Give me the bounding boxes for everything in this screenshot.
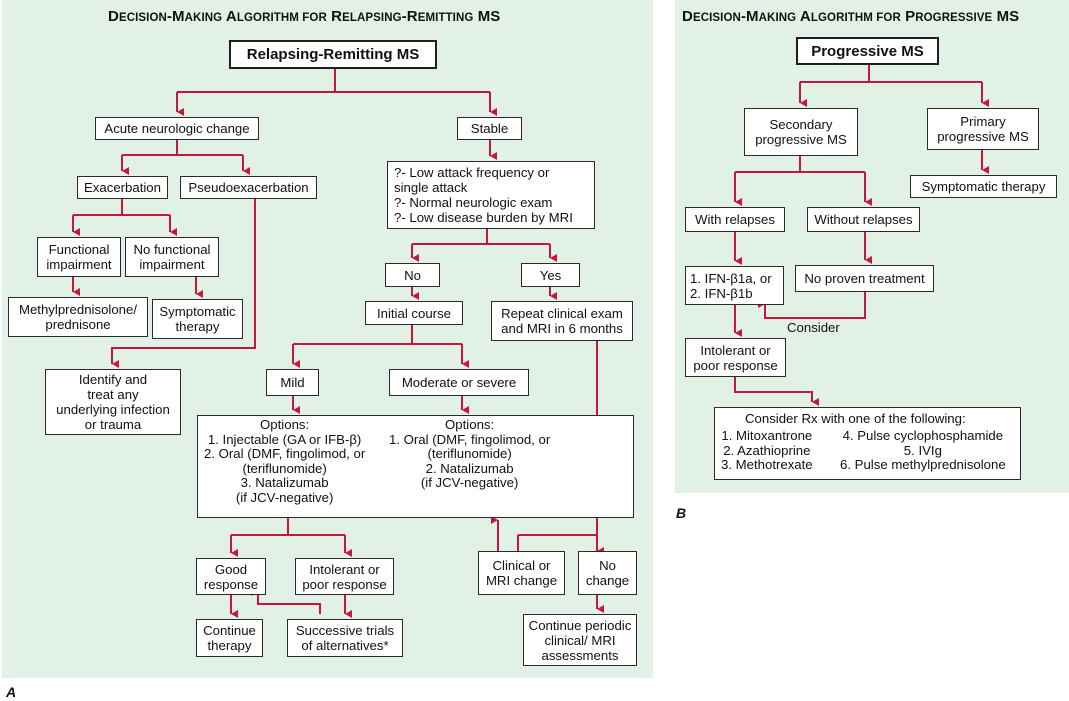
yes-node: Yes <box>521 263 580 287</box>
continue-periodic-node: Continue periodic clinical/ MRI assessme… <box>523 614 637 666</box>
good-response-node: Good response <box>196 558 266 595</box>
no-node: No <box>385 263 440 287</box>
continue-therapy-node: Continue therapy <box>196 619 263 657</box>
mild-node: Mild <box>266 369 319 396</box>
symptomatic-therapy-node: Symptomatic therapy <box>152 299 243 339</box>
methylprednisolone-node: Methylprednisolone/ prednisone <box>8 297 148 337</box>
progressive-ms-node: Progressive MS <box>796 37 939 65</box>
no-functional-impairment-node: No functional impairment <box>125 237 219 277</box>
no-proven-treatment-node: No proven treatment <box>795 265 934 292</box>
exacerbation-node: Exacerbation <box>77 176 168 199</box>
pseudoexacerbation-node: Pseudoexacerbation <box>180 176 317 199</box>
symptomatic-therapy-b-node: Symptomatic therapy <box>910 175 1057 198</box>
with-relapses-node: With relapses <box>685 207 785 232</box>
ifn-therapy-node: 1. IFN-β1a, or 2. IFN-β1b <box>685 266 784 305</box>
panel-a-letter: A <box>6 684 17 700</box>
initial-course-node: Initial course <box>365 301 463 325</box>
consider-rx-node: Consider Rx with one of the following: 1… <box>714 407 1021 480</box>
consider-rx-list-left: 1. Mitoxantrone 2. Azathioprine 3. Metho… <box>721 428 813 472</box>
clinical-mri-change-node: Clinical or MRI change <box>478 551 565 595</box>
intolerant-poor-response-node: Intolerant or poor response <box>295 558 394 595</box>
without-relapses-node: Without relapses <box>807 207 920 232</box>
consider-rx-title: Consider Rx with one of the following: <box>745 411 966 426</box>
options-mild: Options: 1. Injectable (GA or IFB-β) 2. … <box>204 417 366 505</box>
relapsing-remitting-ms-node: Relapsing-Remitting MS <box>229 40 437 69</box>
no-change-node: No change <box>578 551 637 595</box>
moderate-severe-node: Moderate or severe <box>389 369 529 396</box>
intolerant-b-node: Intolerant or poor response <box>685 338 786 377</box>
identify-infection-node: Identify and treat any underlying infect… <box>45 369 181 435</box>
consider-label: Consider <box>787 320 840 335</box>
repeat-exam-node: Repeat clinical exam and MRI in 6 months <box>491 301 633 341</box>
panel-a-title: DECISION-MAKING ALGORITHM FOR RELAPSING-… <box>108 8 501 25</box>
panel-b-letter: B <box>676 505 687 521</box>
treatment-options-node: Options: 1. Injectable (GA or IFB-β) 2. … <box>197 415 634 518</box>
stable-node: Stable <box>457 117 522 140</box>
acute-neurologic-change-node: Acute neurologic change <box>95 117 259 140</box>
consider-rx-list-right: 4. Pulse cyclophosphamide 5. IVIg 6. Pul… <box>840 428 1006 472</box>
options-moderate-severe: Options: 1. Oral (DMF, fingolimod, or (t… <box>389 417 551 490</box>
primary-progressive-node: Primary progressive MS <box>927 108 1039 150</box>
functional-impairment-node: Functional impairment <box>37 237 121 277</box>
panel-b-title: DECISION-MAKING ALGORITHM FOR PROGRESSIV… <box>682 8 1020 25</box>
stable-questions-node: ?- Low attack frequency or single attack… <box>387 161 595 229</box>
secondary-progressive-node: Secondary progressive MS <box>744 108 858 156</box>
successive-trials-node: Successive trials of alternatives* <box>287 619 403 657</box>
